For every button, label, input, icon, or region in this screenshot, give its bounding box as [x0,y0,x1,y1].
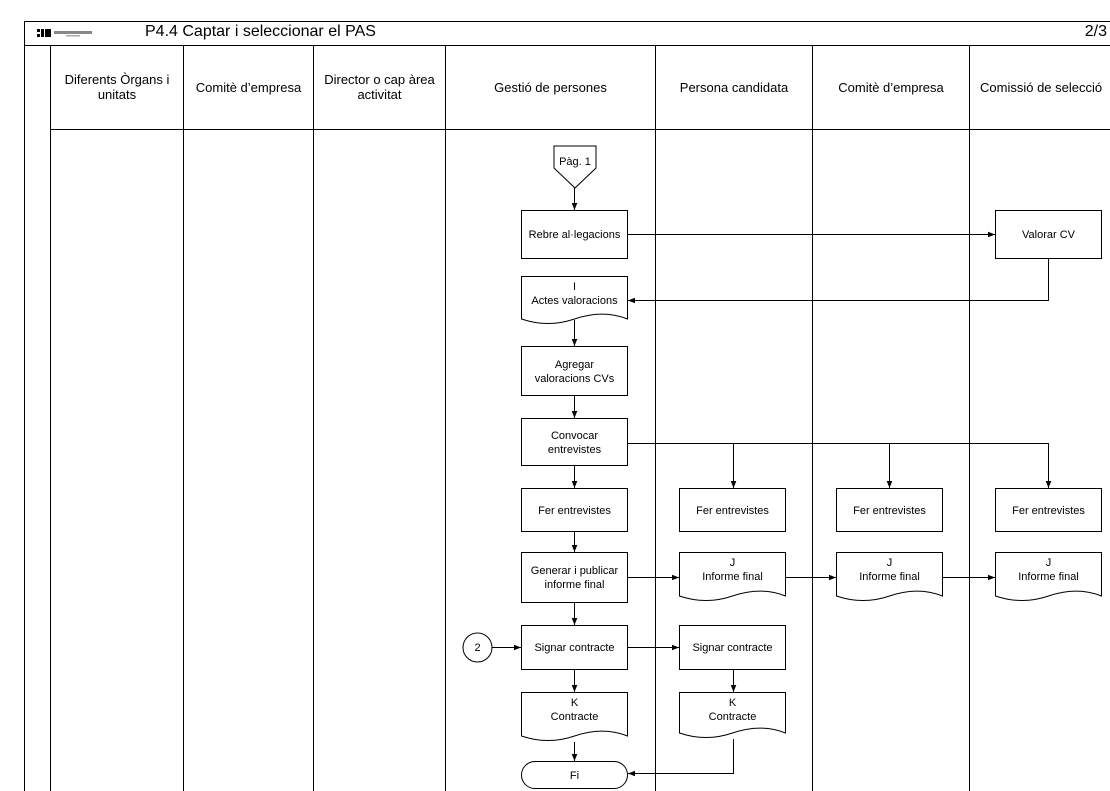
document-actes-letter: I [573,281,576,293]
lane-label: Diferents Òrgans i unitats [64,72,170,102]
page-title: P4.4 Captar i seleccionar el PAS [145,23,376,40]
process-fer-pc-box [679,488,786,532]
lane-label: Comissió de selecció [980,79,1103,95]
document-informe-cs-shape [995,552,1102,601]
process-agregar-label: valoracions CVs [535,373,615,385]
process-convocar-box [521,418,628,466]
lane-label: Gestió de persones [494,79,607,95]
offpage-label: Pàg. 1 [559,156,591,168]
flow-arrow [628,739,734,777]
terminator-fi-shape [521,761,628,789]
lane-header-comite-empresa-2: Comitè d’empresa [813,45,969,129]
process-generar-label: Generar i publicar [531,565,619,577]
lane-label: Persona candidata [679,79,789,95]
process-convocar-label: Convocar [551,430,598,442]
lane-header-persona-candidata: Persona candidata [656,45,812,129]
document-informe-ce-letter: J [887,557,893,569]
process-rebre-label: Rebre al·legacions [529,229,621,241]
document-informe-pc-letter: J [730,557,736,569]
document-informe-cs-letter: J [1046,557,1052,569]
page-number: 2/3 [1084,23,1107,40]
document-contracte-gp-shape [521,692,628,741]
document-contracte-gp-letter: K [571,697,579,709]
lane-label: Comitè d’empresa [838,79,944,95]
process-fer-ce-box [836,488,943,532]
lane-header-gestio-persones: Gestió de persones [446,45,655,129]
lane-label: Comitè d’empresa [195,79,302,95]
process-fer-pc-label: Fer entrevistes [696,505,769,517]
process-generar-box [521,552,628,603]
process-agregar-box [521,346,628,396]
lane-header-organs: Diferents Òrgans i unitats [51,45,183,129]
title-bar: P4.4 Captar i seleccionar el PAS 2/3 [24,21,1110,45]
process-fer-cs-label: Fer entrevistes [1012,505,1085,517]
process-generar-label: informe final [545,579,605,591]
process-signar-gp-label: Signar contracte [534,642,614,654]
connector-2-circle [462,632,493,663]
connector-2-label: 2 [474,642,480,654]
lane-header-director: Director o cap àrea activitat [314,45,445,129]
terminator-fi-label: Fi [570,770,579,782]
document-informe-pc-shape [679,552,786,601]
lane-header-comite-empresa: Comitè d’empresa [184,45,313,129]
process-signar-pc-box [679,625,786,670]
process-valorar-label: Valorar CV [1022,229,1076,241]
tecnocampus-logo [37,29,92,37]
document-contracte-gp-label: Contracte [551,711,599,723]
lane-label: Director o cap àrea activitat [324,72,435,102]
document-informe-pc-label: Informe final [702,571,763,583]
process-valorar-box [995,210,1102,259]
lane-header-comissio-seleccio: Comissió de selecció [970,45,1110,129]
process-signar-pc-label: Signar contracte [692,642,772,654]
process-fer-ce-label: Fer entrevistes [853,505,926,517]
document-informe-ce-shape [836,552,943,601]
process-fer-gp-label: Fer entrevistes [538,505,611,517]
document-contracte-pc-letter: K [729,697,737,709]
document-actes-label: Actes valoracions [531,295,618,307]
process-signar-gp-box [521,625,628,670]
document-actes-shape [521,276,628,324]
document-contracte-pc-label: Contracte [709,711,757,723]
document-contracte-pc-shape [679,692,786,738]
flow-arrow [628,259,1049,304]
document-informe-ce-label: Informe final [859,571,920,583]
process-fer-cs-box [995,488,1102,532]
process-agregar-label: Agregar [555,359,594,371]
document-informe-cs-label: Informe final [1018,571,1079,583]
offpage-connector [553,145,597,189]
process-fer-gp-box [521,488,628,532]
process-rebre-box [521,210,628,259]
process-convocar-label: entrevistes [548,444,602,456]
